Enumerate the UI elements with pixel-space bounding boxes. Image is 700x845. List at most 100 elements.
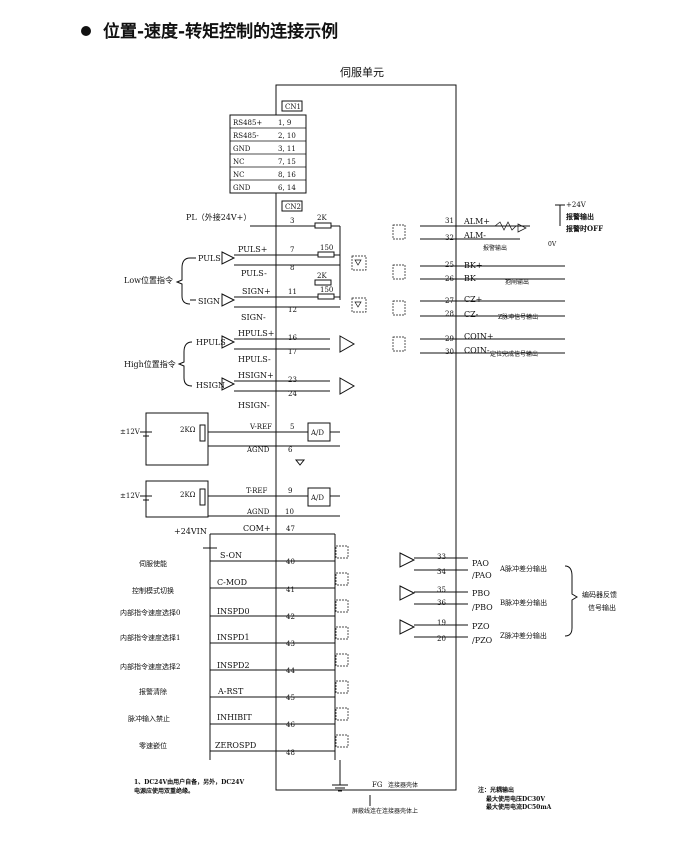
pl-pin: 3: [290, 217, 294, 225]
line-driver-icon: [221, 377, 236, 391]
cn1-pins: 2, 10: [278, 132, 296, 140]
cn1-pins: 1, 9: [278, 119, 291, 127]
adc-block: A/D: [310, 429, 324, 437]
output-signal: ALM+: [463, 217, 490, 226]
pin-number: 46: [286, 721, 295, 729]
cz-note: Z脉冲信号输出: [498, 313, 538, 321]
cn1-sig: GND: [233, 145, 251, 153]
encoder-signal: /PAO: [472, 571, 492, 580]
output-signal: CZ-: [464, 310, 479, 319]
resistor-value: 150: [320, 286, 333, 294]
output-signal: ALM-: [463, 231, 486, 240]
encoder-label: A脉冲差分输出: [499, 564, 547, 573]
pin-number: 36: [437, 599, 446, 607]
input-desc: 报警清除: [139, 687, 167, 696]
input-signal: C-MOD: [217, 578, 247, 587]
input-optocoupler-column: [335, 545, 349, 748]
pin-number: 5: [290, 423, 294, 431]
pin-number: 31: [445, 217, 454, 225]
line-driver-icon: [221, 251, 236, 265]
cn1-sig: RS485-: [233, 132, 259, 140]
pin-number: 29: [445, 335, 454, 343]
note-left: 1、DC24V由用户自备，另外，DC24V: [134, 778, 244, 786]
pin-number: 28: [445, 310, 454, 318]
pulse-group-label: Low位置指令: [124, 275, 173, 285]
input-desc: 内部指令速度选择0: [120, 608, 180, 617]
alarm-output-sub: 报警输出: [483, 244, 507, 252]
input-desc: 零速嵌位: [139, 741, 167, 750]
agnd-label: AGND: [246, 446, 270, 454]
pin-number: 20: [437, 635, 446, 643]
input-desc: 内部指令速度选择1: [120, 633, 180, 642]
receiver-icon: [339, 377, 356, 395]
cn1-tag: [281, 100, 303, 112]
hsign-input: HSIGN: [196, 381, 225, 390]
signal-label: SIGN+: [242, 287, 271, 296]
encoder-feedback-label: 编码器反馈: [582, 590, 617, 599]
analog-tref: ±12V 2KΩ T-REF 9 AGND 10 A/D: [120, 480, 340, 518]
pot-value: 2KΩ: [180, 491, 196, 499]
pin-number: 9: [288, 487, 292, 495]
output-signal: COIN+: [464, 332, 494, 341]
pin-number: 8: [290, 264, 294, 272]
supply-label: ±12V: [120, 492, 141, 500]
hpuls-input: HPULS: [196, 338, 226, 347]
note-right: 注：光耦输出: [478, 786, 514, 794]
encoder-signal: PBO: [472, 589, 490, 598]
pin-number: 24: [288, 390, 297, 398]
note-left: 电源应使用双重绝缘。: [134, 787, 194, 795]
servo-unit-frame: [275, 84, 457, 791]
encoder-feedback-label: 信号输出: [588, 603, 616, 612]
cn1-sig: NC: [233, 158, 244, 166]
optocoupler-icon: [351, 255, 367, 313]
encoder-signal: PZO: [472, 622, 490, 631]
resistor-value: 150: [320, 244, 333, 252]
cn1-rows: RS485+ 1, 9 RS485- 2, 10 GND 3, 11 NC 7,…: [230, 119, 306, 192]
note-right: 最大使用电压DC30V: [486, 795, 545, 803]
signal-label: HSIGN+: [238, 371, 274, 380]
input-rows: 伺服使能 S-ON 40 控制模式切换 C-MOD 41 内部指令速度选择0 I…: [120, 551, 335, 757]
cn1-sig: NC: [233, 171, 244, 179]
pin-number: 41: [286, 586, 295, 594]
page-title: 位置-速度-转矩控制的连接示例: [103, 21, 338, 42]
signal-label: PULS+: [238, 245, 267, 254]
coin-note: 定位完成信号输出: [490, 350, 538, 358]
pin-number: 7: [290, 246, 294, 254]
input-signal: INSPD1: [217, 633, 250, 642]
signal-label: PULS-: [241, 269, 267, 278]
input-signal: A-RST: [217, 687, 244, 696]
pin-number: 17: [288, 348, 297, 356]
fg-label: FG: [372, 781, 383, 789]
pin-number: 42: [286, 613, 295, 621]
input-signal: INSPD0: [217, 607, 250, 616]
receiver-icon: [339, 335, 356, 353]
output-optocoupler-column: [392, 224, 406, 352]
supply-label: ±12V: [120, 428, 141, 436]
pot-value: 2KΩ: [180, 426, 196, 434]
pin-number: 34: [437, 568, 446, 576]
input-desc: 内部指令速度选择2: [120, 662, 180, 671]
resistor-2k: [314, 279, 332, 286]
resistor-150: [317, 251, 335, 258]
title-bullet: [81, 26, 91, 36]
pin-number: 25: [445, 261, 454, 269]
pin-number: 12: [288, 306, 297, 314]
shield-note: 屏蔽线连在连接器壳体上: [352, 807, 418, 815]
pin-number: 32: [445, 234, 454, 242]
encoder-signal: PAO: [472, 559, 489, 568]
encoder-brace: [564, 565, 578, 637]
alarm-circuit: +24V 报警输出 报警时OFF 报警输出 0V: [483, 201, 603, 252]
resistor-150: [317, 293, 335, 300]
encoder-signal: /PZO: [472, 636, 493, 645]
pin-number: 23: [288, 376, 297, 384]
output-rows: 31 ALM+ 32 ALM- 25 BK+ 26 BK- 27 CZ+ 28 …: [420, 217, 565, 356]
pin-number: 43: [286, 640, 295, 648]
encoder-signal: /PBO: [472, 603, 493, 612]
input-desc: 脉冲输入禁止: [128, 714, 170, 723]
signal-label: HPULS+: [238, 329, 274, 338]
resistor-value: 2K: [317, 272, 327, 280]
input-signal: INHIBIT: [217, 713, 252, 722]
encoder-label: Z脉冲差分输出: [500, 631, 547, 640]
cn1-pins: 7, 15: [278, 158, 296, 166]
